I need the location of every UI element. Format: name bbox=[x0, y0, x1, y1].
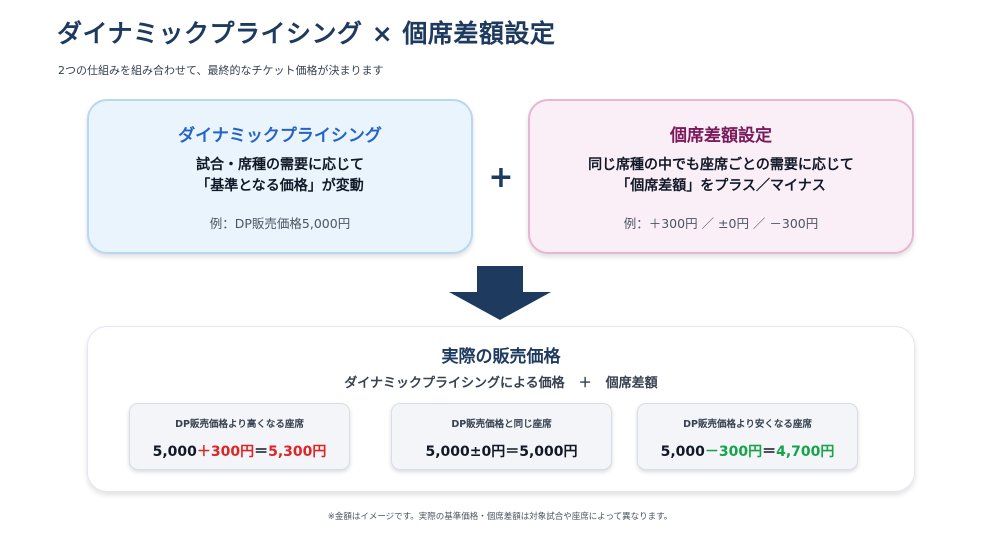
example-higher-seat: DP販売価格より高くなる座席 5,000＋300円＝5,300円 bbox=[129, 403, 350, 470]
example-lower-seat: DP販売価格より安くなる座席 5,000－300円＝4,700円 bbox=[637, 403, 858, 470]
dynamic-pricing-description: 試合・席種の需要に応じて 「基準となる価格」が変動 bbox=[89, 155, 471, 197]
footnote: ※金額はイメージです。実際の基準価格・個席差額は対象試合や座席によって異なります… bbox=[327, 512, 673, 522]
example-equation: 5,000＋300円＝5,300円 bbox=[130, 441, 349, 461]
formula-left: ダイナミックプライシングによる価格 bbox=[344, 376, 565, 391]
dynamic-pricing-desc-line1: 試合・席種の需要に応じて bbox=[196, 157, 364, 173]
dynamic-pricing-desc-line2: 「基準となる価格」が変動 bbox=[196, 178, 364, 194]
price-formula: ダイナミックプライシングによる価格 ＋ 個席差額 bbox=[88, 372, 914, 391]
example-total: 4,700円 bbox=[776, 444, 835, 460]
example-equals: ＝ bbox=[505, 444, 520, 460]
example-label: DP販売価格と同じ座席 bbox=[451, 419, 552, 430]
dynamic-pricing-title: ダイナミックプライシング bbox=[178, 126, 382, 146]
dynamic-pricing-card: ダイナミックプライシング 試合・席種の需要に応じて 「基準となる価格」が変動 例… bbox=[87, 99, 473, 254]
example-base: 5,000 bbox=[425, 444, 470, 460]
example-equation: 5,000－300円＝4,700円 bbox=[638, 441, 857, 461]
seat-difference-example: 例：＋300円 ／ ±0円 ／ －300円 bbox=[623, 216, 819, 231]
dynamic-pricing-example: 例：DP販売価格5,000円 bbox=[209, 216, 351, 231]
example-same-seat: DP販売価格と同じ座席 5,000±0円＝5,000円 bbox=[391, 403, 612, 470]
example-delta: －300円 bbox=[704, 444, 763, 460]
example-total: 5,300円 bbox=[268, 444, 327, 460]
example-label: DP販売価格より高くなる座席 bbox=[175, 419, 304, 430]
formula-plus: ＋ bbox=[578, 376, 592, 391]
page-title: ダイナミックプライシング × 個席差額設定 bbox=[57, 19, 556, 48]
seat-difference-card: 個席差額設定 同じ席種の中でも座席ごとの需要に応じて 「個席差額」をプラス／マイ… bbox=[528, 99, 914, 254]
example-equation: 5,000±0円＝5,000円 bbox=[392, 441, 611, 461]
seat-difference-title: 個席差額設定 bbox=[670, 126, 772, 146]
page-subtitle: 2つの仕組みを組み合わせて、最終的なチケット価格が決まります bbox=[58, 64, 384, 77]
actual-price-panel: 実際の販売価格 ダイナミックプライシングによる価格 ＋ 個席差額 DP販売価格より高… bbox=[87, 326, 915, 492]
seat-difference-desc-line1: 同じ席種の中でも座席ごとの需要に応じて bbox=[588, 157, 854, 173]
seat-difference-desc-line2: 「個席差額」をプラス／マイナス bbox=[616, 178, 826, 194]
example-delta: ＋300円 bbox=[196, 444, 255, 460]
example-delta: ±0円 bbox=[469, 444, 506, 460]
example-equals: ＝ bbox=[254, 444, 269, 460]
plus-icon: + bbox=[488, 160, 514, 195]
seat-difference-description: 同じ席種の中でも座席ごとの需要に応じて 「個席差額」をプラス／マイナス bbox=[530, 155, 912, 197]
actual-price-title: 実際の販売価格 bbox=[441, 347, 561, 367]
formula-right: 個席差額 bbox=[605, 376, 658, 391]
example-equals: ＝ bbox=[762, 444, 777, 460]
example-base: 5,000 bbox=[152, 444, 197, 460]
example-total: 5,000円 bbox=[519, 444, 578, 460]
down-arrow-icon bbox=[449, 266, 551, 320]
example-label: DP販売価格より安くなる座席 bbox=[683, 419, 812, 430]
example-base: 5,000 bbox=[660, 444, 705, 460]
